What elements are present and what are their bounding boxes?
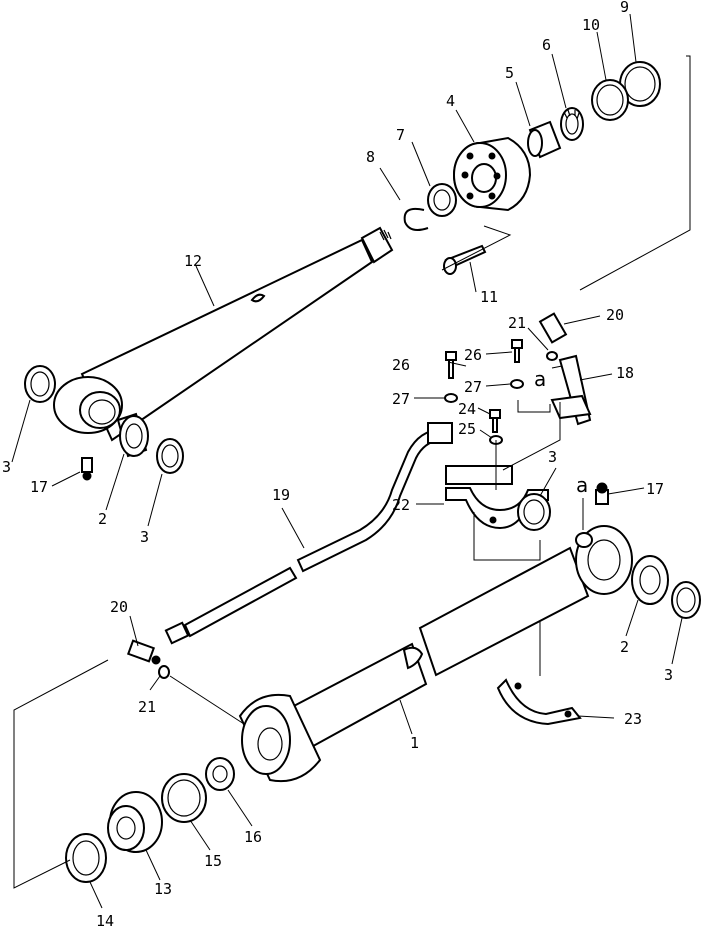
callout-3: 3 [2, 458, 11, 476]
nut [205, 757, 235, 791]
piston [107, 791, 163, 853]
callout-3: 3 [140, 528, 149, 546]
callout-21: 21 [508, 314, 526, 332]
callout-26: 26 [392, 356, 410, 374]
callout-5: 5 [505, 64, 514, 82]
callout-labels: 1 2 2 3 3 3 3 4 5 6 7 8 9 10 11 12 13 14… [2, 0, 673, 930]
elbow-fitting-bottom [126, 639, 161, 665]
clamp-lower [496, 678, 582, 726]
bolt [443, 244, 487, 275]
washer-27b [510, 379, 524, 389]
callout-9: 9 [620, 0, 629, 16]
dust-seal [560, 107, 584, 141]
grease-fitting-bottom [595, 482, 609, 505]
callout-1: 1 [410, 734, 419, 752]
dust-seal-bottom-left [517, 493, 551, 531]
dust-seal-rod-end [24, 365, 56, 403]
bolt-26b [511, 339, 523, 363]
callout-14: 14 [96, 912, 114, 930]
bushing [527, 120, 562, 159]
leader-lines [11, 13, 683, 909]
callout-21: 21 [138, 698, 156, 716]
snap-ring [403, 207, 429, 231]
callout-19: 19 [272, 486, 290, 504]
callout-25: 25 [458, 420, 476, 438]
callout-23: 23 [624, 710, 642, 728]
callout-11: 11 [480, 288, 498, 306]
callout-4: 4 [446, 92, 455, 110]
marker-a: a [534, 367, 546, 391]
dust-seal-rod-end-2 [156, 438, 184, 474]
hydraulic-tube [164, 422, 453, 645]
assembly-lines [13, 55, 691, 889]
callout-17: 17 [646, 480, 664, 498]
callout-3: 3 [664, 666, 673, 684]
callout-2: 2 [98, 510, 107, 528]
callout-7: 7 [396, 126, 405, 144]
cylinder-tube [238, 525, 633, 782]
callout-20: 20 [110, 598, 128, 616]
callout-20: 20 [606, 306, 624, 324]
connection-markers: a a [534, 365, 588, 530]
seal-ring [427, 183, 457, 217]
callout-16: 16 [244, 828, 262, 846]
marker-a: a [576, 473, 588, 497]
pipe-bracket [550, 354, 592, 426]
callout-18: 18 [616, 364, 634, 382]
callout-27: 27 [464, 378, 482, 396]
callout-8: 8 [366, 148, 375, 166]
callout-2: 2 [620, 638, 629, 656]
bolt-26a [445, 351, 457, 379]
callout-15: 15 [204, 852, 222, 870]
spacer [161, 773, 207, 823]
callout-27: 27 [392, 390, 410, 408]
cylinder-head [453, 136, 532, 212]
bolt-24 [489, 409, 501, 433]
elbow-fitting-top [538, 312, 568, 344]
callout-3: 3 [548, 448, 557, 466]
callout-10: 10 [582, 16, 600, 34]
pin-bushing-rod-end [116, 412, 149, 458]
callout-6: 6 [542, 36, 551, 54]
o-ring-top [546, 351, 558, 361]
pin-bushing-bottom [631, 555, 669, 605]
wear-ring [65, 833, 107, 883]
dust-seal-bottom-right [671, 581, 701, 619]
washer-27a [444, 393, 458, 403]
callout-17: 17 [30, 478, 48, 496]
o-ring-bottom [158, 665, 170, 679]
callout-12: 12 [184, 252, 202, 270]
backup-ring [591, 79, 629, 121]
callout-13: 13 [154, 880, 172, 898]
piston-rod [53, 226, 394, 442]
grease-fitting-rod [81, 457, 93, 481]
callout-26: 26 [464, 346, 482, 364]
callout-22: 22 [392, 496, 410, 514]
callout-24: 24 [458, 400, 476, 418]
